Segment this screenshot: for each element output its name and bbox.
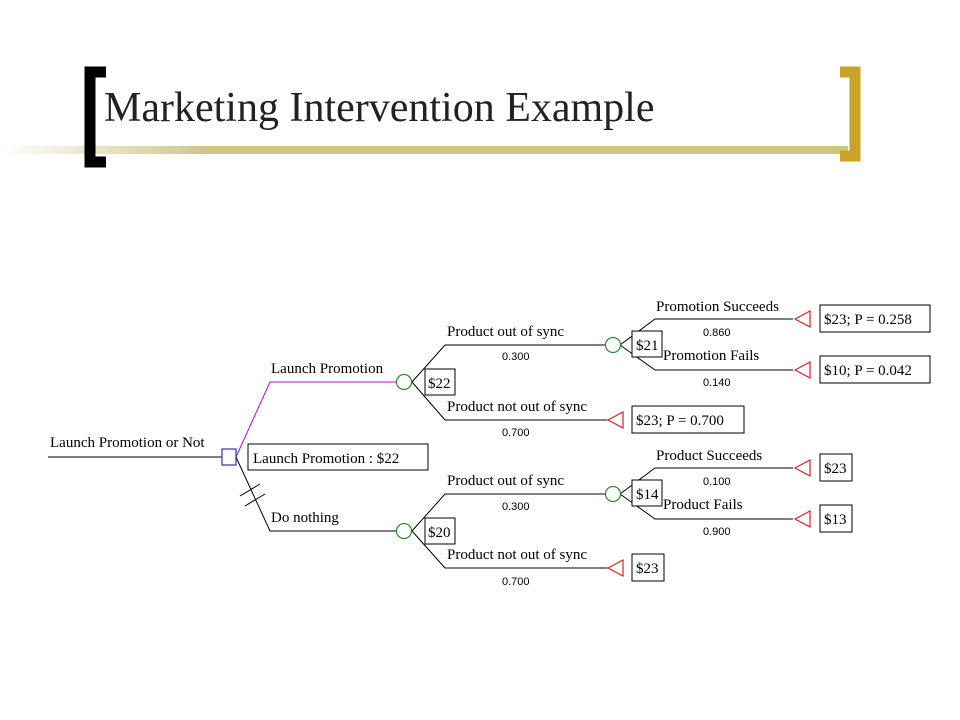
prob-dn-nosync: 0.700 (502, 576, 530, 588)
branch-label-dn-fails: Product Fails (663, 497, 743, 513)
value-text-donothing-sync: $14 (636, 487, 659, 503)
terminal-node-lp-nosync[interactable] (606, 411, 624, 429)
root-label: Launch Promotion or Not (50, 435, 205, 451)
terminal-text-dn-nosync: $23 (636, 561, 659, 577)
chance-node-donothing-sync[interactable] (604, 485, 622, 503)
branch-line-lp-nosync (411, 381, 618, 421)
terminal-node-dn-nosync[interactable] (606, 559, 624, 577)
value-box-donothing-sync (631, 479, 663, 507)
right-bracket (840, 66, 861, 162)
branch-line-dn-nosync (411, 530, 618, 569)
terminal-node-dn-succeeds[interactable] (793, 459, 811, 477)
terminal-text-dn-fails: $13 (824, 512, 847, 528)
terminal-node-dn-fails[interactable] (793, 510, 811, 528)
value-box-launch (424, 368, 456, 396)
branch-label-dn-succeeds: Product Succeeds (656, 448, 762, 464)
terminal-box-dn-succeeds (819, 453, 853, 482)
terminal-text-lp-fails: $10; P = 0.042 (824, 363, 912, 379)
terminal-box-dn-nosync (631, 553, 665, 582)
value-text-launch: $22 (428, 376, 451, 392)
prob-dn-succeeds: 0.100 (703, 476, 731, 488)
value-box-launch-sync (631, 330, 663, 358)
branch-line-do-nothing (235, 456, 397, 532)
pruned-mark-2 (244, 493, 266, 507)
prob-lp-succeeds: 0.860 (703, 327, 731, 339)
decision-node[interactable] (221, 448, 237, 466)
value-text-donothing: $20 (428, 525, 451, 541)
pruned-mark-1 (239, 483, 261, 497)
value-text-launch-sync: $21 (636, 338, 659, 354)
branch-label-lp-succeeds: Promotion Succeeds (656, 299, 779, 315)
branch-line-dn-sync (411, 493, 605, 532)
prob-lp-nosync: 0.700 (502, 427, 530, 439)
terminal-text-lp-nosync: $23; P = 0.700 (636, 413, 724, 429)
branch-line-lp-sync (411, 344, 605, 383)
branch-label-dn-nosync: Product not out of sync (447, 547, 587, 563)
title-band (0, 146, 848, 154)
prob-lp-sync: 0.300 (502, 351, 530, 363)
terminal-box-lp-nosync (631, 405, 745, 434)
branch-label-lp-fails: Promotion Fails (663, 348, 759, 364)
terminal-node-lp-succeeds[interactable] (793, 310, 811, 328)
terminal-box-lp-succeeds (819, 304, 931, 333)
slide-title: Marketing Intervention Example (104, 85, 655, 131)
terminal-text-lp-succeeds: $23; P = 0.258 (824, 312, 912, 328)
terminal-box-lp-fails (819, 355, 931, 384)
branch-label-dn-sync: Product out of sync (447, 473, 564, 489)
chance-node-launch[interactable] (395, 373, 413, 391)
chance-node-donothing[interactable] (395, 522, 413, 540)
terminal-text-dn-succeeds: $23 (824, 461, 847, 477)
branch-label-do-nothing: Do nothing (271, 510, 339, 526)
prob-dn-fails: 0.900 (703, 526, 731, 538)
prob-dn-sync: 0.300 (502, 501, 530, 513)
terminal-nodes (606, 310, 811, 577)
terminal-box-dn-fails (819, 504, 853, 533)
left-bracket (84, 66, 106, 168)
decision-result-box (247, 443, 429, 471)
decision-result-text: Launch Promotion : $22 (253, 451, 399, 467)
chance-node-launch-sync[interactable] (604, 336, 622, 354)
branch-label-lp-sync: Product out of sync (447, 324, 564, 340)
value-box-donothing (424, 517, 456, 545)
terminal-node-lp-fails[interactable] (793, 361, 811, 379)
branch-label-launch: Launch Promotion (271, 361, 384, 377)
branch-line-launch (235, 381, 397, 458)
branch-label-lp-nosync: Product not out of sync (447, 399, 587, 415)
prob-lp-fails: 0.140 (703, 377, 731, 389)
